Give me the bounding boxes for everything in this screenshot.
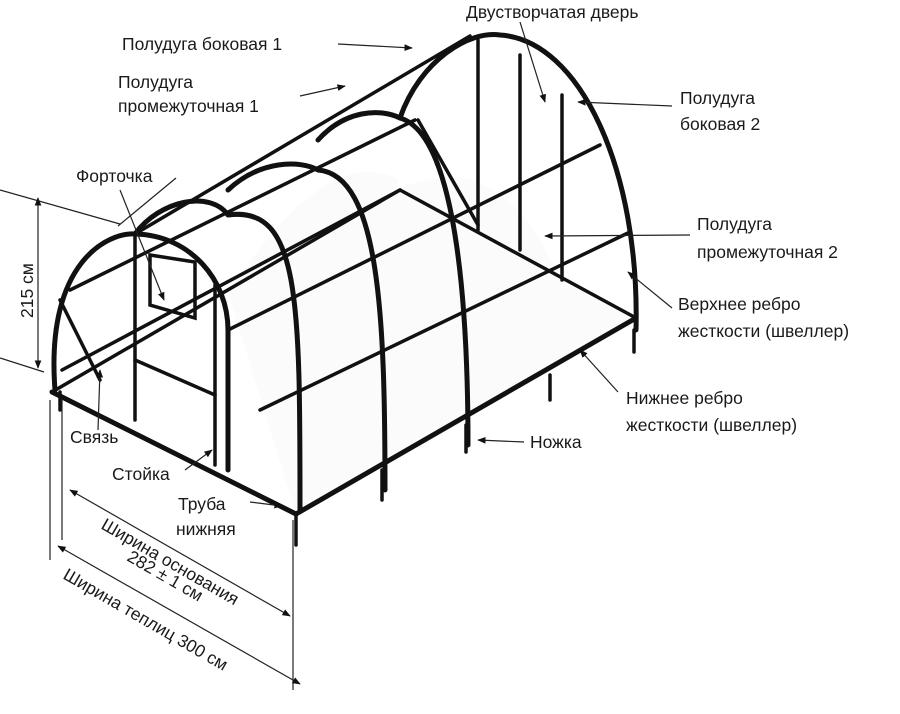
label-leg: Ножка	[530, 432, 582, 452]
label-bottom-pipe-b: нижняя	[176, 519, 236, 539]
label-upper-rib-b: жесткости (швеллер)	[678, 321, 849, 341]
mid-side-bar	[258, 230, 632, 412]
label-side-arch-1: Полудуга боковая 1	[122, 34, 282, 54]
greenhouse-frame	[49, 31, 639, 547]
label-inter-arch-2-b: промежуточная 2	[697, 242, 838, 262]
arch-2	[132, 198, 303, 513]
arch-3	[225, 161, 388, 493]
base-side	[293, 315, 639, 517]
ridge-bar	[133, 34, 472, 236]
label-post: Стойка	[112, 464, 170, 484]
label-vent: Форточка	[76, 166, 153, 186]
back-arch	[397, 31, 639, 333]
front-crossbar	[133, 358, 217, 397]
label-bottom-pipe-a: Труба	[178, 494, 226, 514]
label-upper-rib-a: Верхнее ребро	[678, 294, 800, 314]
label-door: Двустворчатая дверь	[466, 2, 639, 22]
vent-frame	[148, 252, 197, 321]
back-door-diag	[416, 118, 480, 227]
label-inter-arch-2-a: Полудуга	[697, 214, 772, 234]
base-back	[50, 187, 638, 394]
label-height: 215 см	[17, 263, 37, 318]
label-tie: Связь	[70, 427, 118, 447]
lower-left-bar	[60, 188, 402, 372]
label-side-arch-2-b: боковая 2	[680, 114, 760, 134]
covering-panels	[228, 171, 632, 514]
label-side-arch-2-a: Полудуга	[680, 88, 755, 108]
upper-side-bar	[226, 143, 602, 332]
upper-left-bar	[68, 118, 417, 292]
arch-4	[315, 110, 471, 448]
dimension-lines	[0, 189, 301, 690]
label-inter-arch-1-b: промежуточная 1	[118, 96, 259, 116]
label-lower-rib-a: Нижнее ребро	[626, 388, 743, 408]
label-lower-rib-b: жесткости (швеллер)	[626, 415, 797, 435]
label-inter-arch-1-a: Полудуга	[118, 72, 193, 92]
front-tie	[58, 298, 102, 382]
